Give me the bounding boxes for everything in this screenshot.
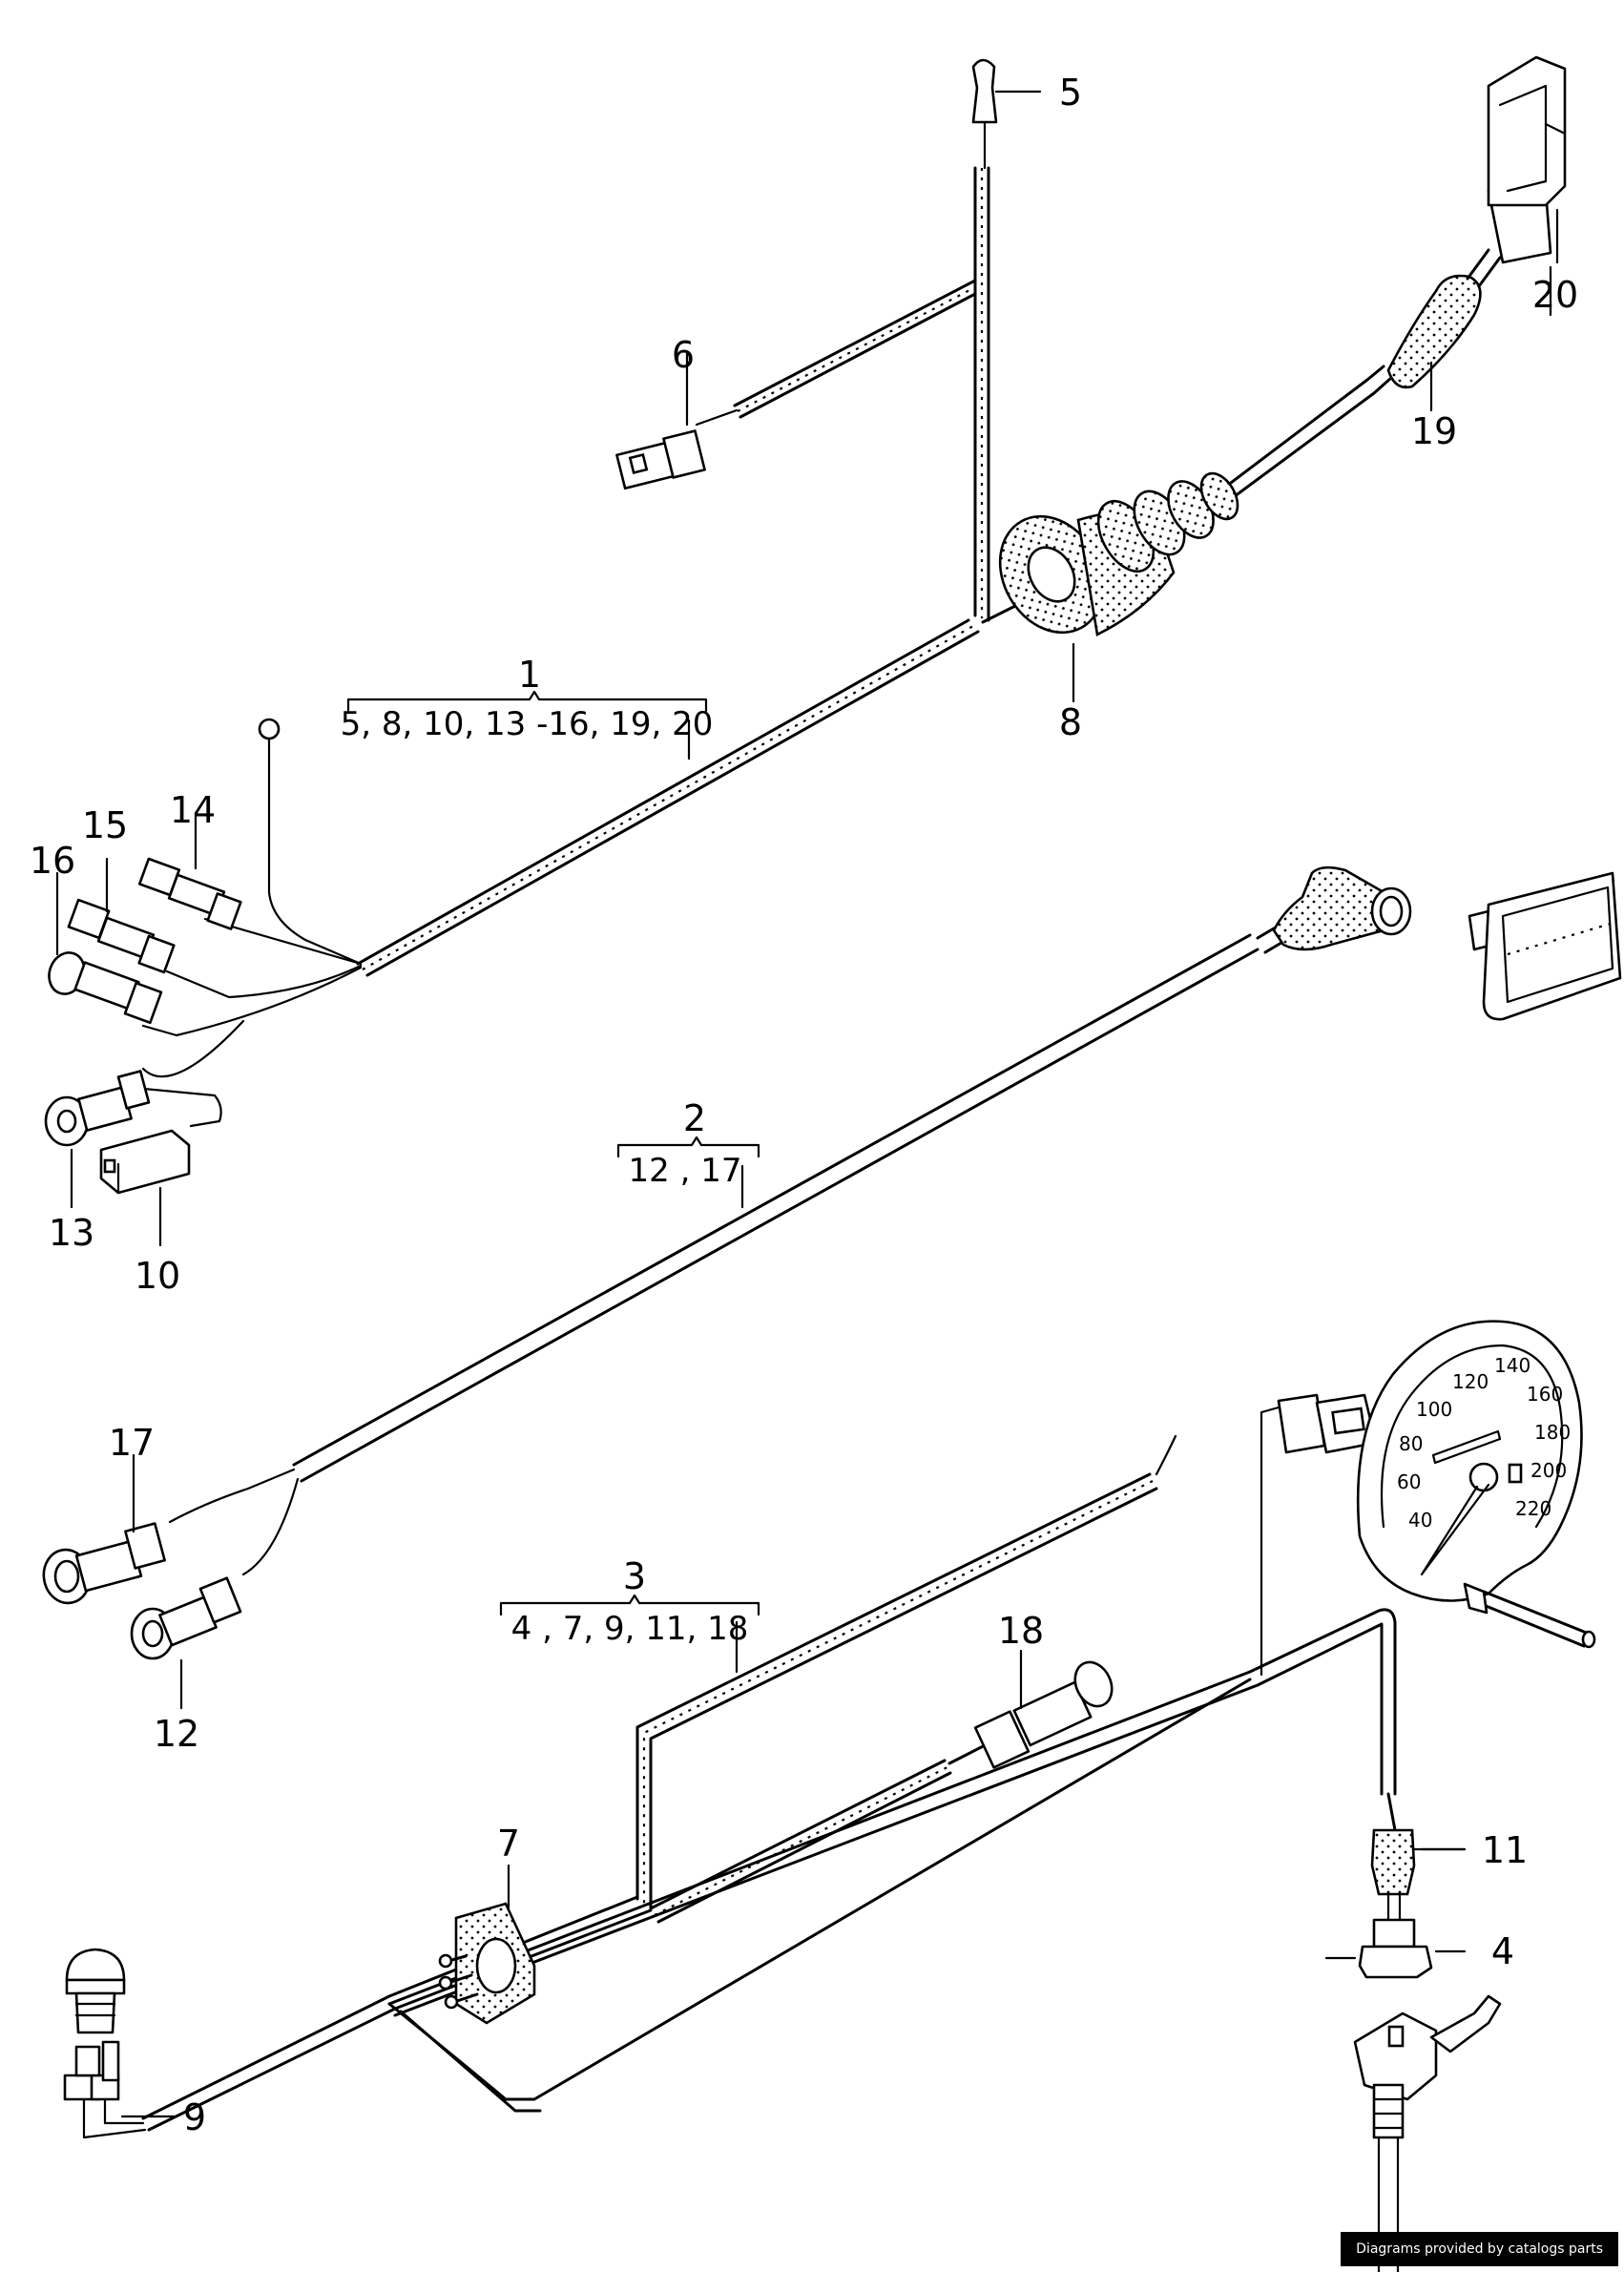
callout-labels: 1 2 3 4 5 6 7 8 9 10 11 12 13 14 15 16 1… <box>30 72 1578 2138</box>
speed-scale-180: 180 <box>1534 1421 1571 1444</box>
group-bracket-3: 4 , 7, 9, 11, 18 <box>499 1594 760 1674</box>
speedometer-connector <box>1277 1393 1378 1454</box>
part-13-bulb-socket <box>44 1070 151 1209</box>
speed-scale-160: 160 <box>1527 1383 1563 1406</box>
part-16-bulb-socket <box>48 871 163 1025</box>
part-18-bulb-socket <box>973 1649 1114 1769</box>
part-4-connector <box>1358 1892 1467 1979</box>
callout-11: 11 <box>1482 1829 1528 1871</box>
speed-sender <box>1353 1994 1502 2272</box>
callout-9: 9 <box>183 2096 206 2138</box>
callout-14: 14 <box>170 789 216 831</box>
part-9-connector <box>63 2040 178 2118</box>
callout-10: 10 <box>135 1255 180 1297</box>
indicator-lamp <box>1468 871 1622 1021</box>
part-6-connector <box>615 351 706 490</box>
leader-lines <box>1324 265 1552 1960</box>
speed-scale-140: 140 <box>1494 1354 1530 1377</box>
part-10-connector <box>99 1129 191 1247</box>
speed-scale-120: 120 <box>1452 1370 1489 1393</box>
callout-8: 8 <box>1059 701 1082 743</box>
part-17-bulb-socket <box>42 1453 166 1605</box>
callout-12: 12 <box>154 1713 199 1755</box>
harness-1-pigtails <box>132 718 363 1128</box>
harness-1 <box>356 166 1393 977</box>
part-15-bulb-socket <box>67 857 176 974</box>
callout-13: 13 <box>49 1212 94 1254</box>
harness-2 <box>168 924 1288 1576</box>
callout-2: 2 <box>683 1097 706 1139</box>
harness-3 <box>82 1406 1397 2139</box>
callout-4: 4 <box>1491 1930 1514 1972</box>
group-bracket-1: 5, 8, 10, 13 -16, 19, 20 <box>341 690 714 761</box>
speed-scale-100: 100 <box>1416 1398 1452 1421</box>
part-11-sleeve <box>1370 1792 1467 1896</box>
speed-scale-40: 40 <box>1408 1509 1432 1532</box>
part-14-bulb-socket <box>137 814 242 930</box>
speed-scale-80: 80 <box>1399 1432 1423 1455</box>
part-19-sleeve <box>1386 274 1482 412</box>
diagram-credit: Diagrams provided by catalogs parts <box>1341 2232 1618 2266</box>
callout-17: 17 <box>109 1422 155 1464</box>
callout-1: 1 <box>518 654 541 696</box>
speed-scale-200: 200 <box>1530 1459 1567 1482</box>
callout-3: 3 <box>623 1555 646 1597</box>
speed-scale-60: 60 <box>1397 1470 1421 1493</box>
group-2-members: 12 , 17 <box>629 1152 742 1190</box>
callout-15: 15 <box>82 804 128 846</box>
rivet-clip <box>65 1948 126 2034</box>
callout-16: 16 <box>30 840 75 882</box>
part-5-bulb-holder <box>971 58 1042 170</box>
callout-18: 18 <box>998 1610 1044 1652</box>
callout-20: 20 <box>1532 274 1578 316</box>
speedometer-gauge: 40 60 80 100 120 140 160 180 200 220 <box>1356 1320 1596 1649</box>
part-8-grommet <box>998 471 1239 703</box>
group-bracket-2: 12 , 17 <box>616 1136 760 1209</box>
part-20-connector <box>1466 55 1567 288</box>
callout-19: 19 <box>1411 410 1457 452</box>
callout-5: 5 <box>1059 72 1082 114</box>
group-3-members: 4 , 7, 9, 11, 18 <box>511 1610 749 1648</box>
harness-2-end-boot <box>1272 865 1412 951</box>
part-7-grommet-plate <box>438 1864 536 2025</box>
callout-7: 7 <box>497 1823 520 1865</box>
speed-scale-220: 220 <box>1515 1497 1551 1520</box>
group-1-members: 5, 8, 10, 13 -16, 19, 20 <box>341 705 714 743</box>
callout-6: 6 <box>672 334 695 376</box>
part-12-bulb-socket <box>130 1576 242 1710</box>
